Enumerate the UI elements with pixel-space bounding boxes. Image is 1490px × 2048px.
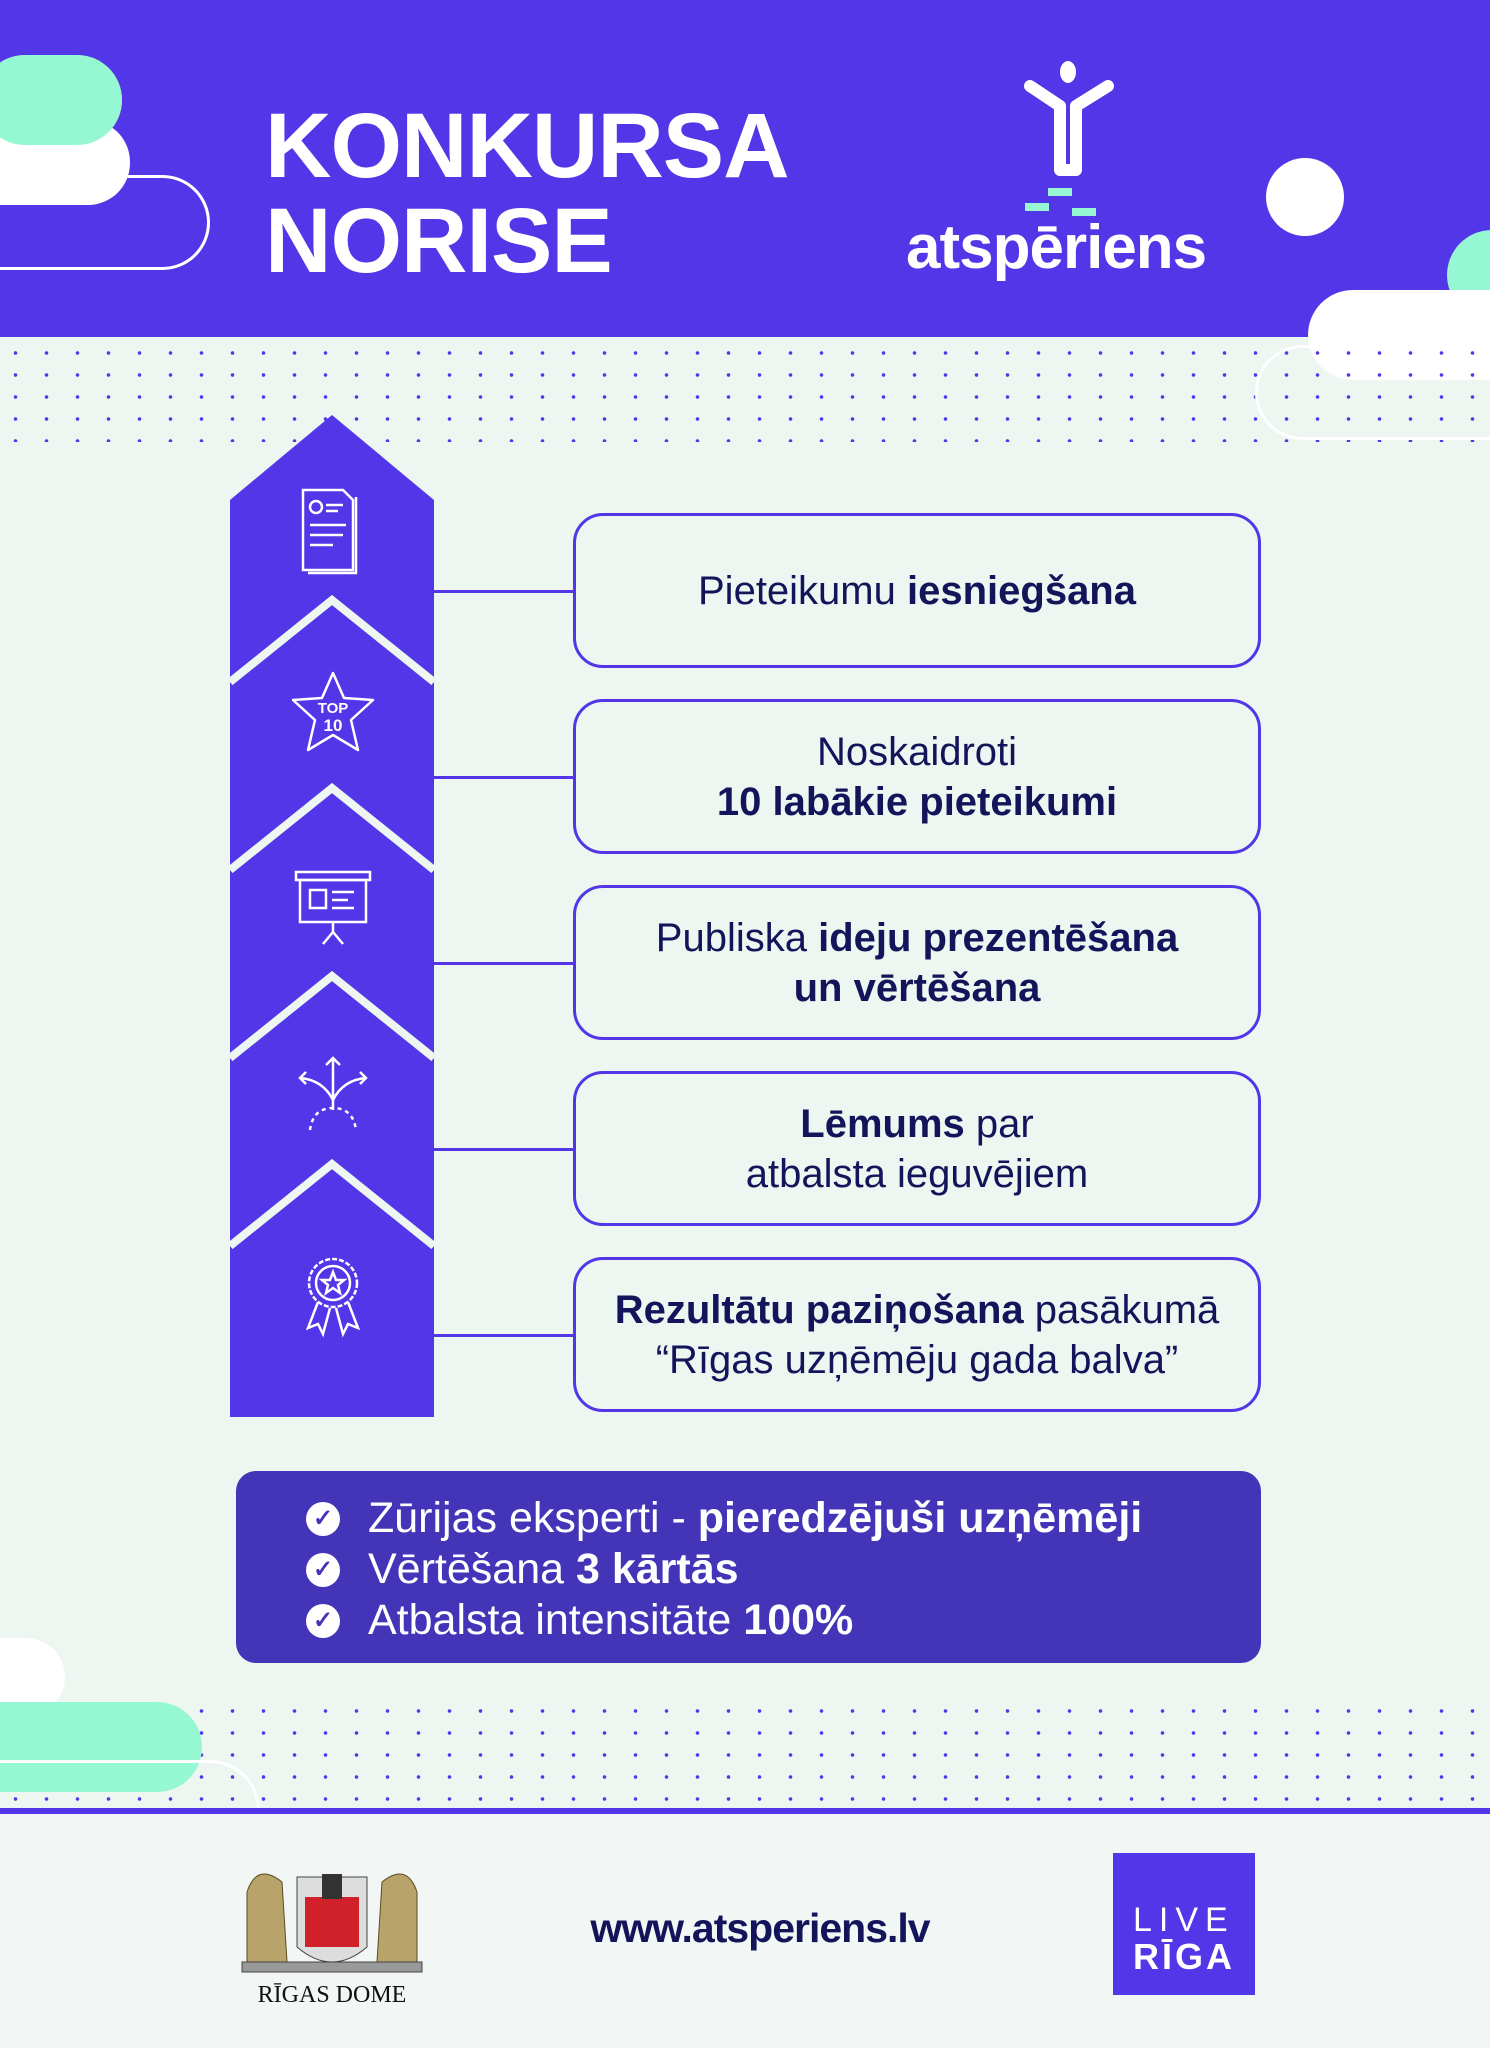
info-item: ✓Vērtēšana 3 kārtās [306,1544,1261,1595]
dots-pattern-top [0,342,1490,442]
check-icon: ✓ [306,1603,340,1638]
header-banner [0,0,1490,337]
riga-dome-label: RĪGAS DOME [257,1982,407,2008]
info-item: ✓Atbalsta intensitāte 100% [306,1595,1261,1646]
info-item: ✓Zūrijas eksperti - pieredzējuši uzņēmēj… [306,1493,1261,1544]
connector-line [433,1148,573,1151]
svg-text:10: 10 [324,716,343,735]
award-ribbon-icon [305,1257,361,1338]
top10-star-icon: TOP 10 [291,671,375,752]
divider-line [0,1808,1490,1814]
white-dot [1266,158,1344,236]
connector-line [433,776,573,779]
check-icon: ✓ [306,1501,340,1536]
step-application-submission: Pieteikumu iesniegšana [573,513,1261,668]
live-riga-logo: LIVE RĪGA [1113,1853,1255,1995]
info-box: ✓Zūrijas eksperti - pieredzējuši uzņēmēj… [236,1471,1261,1663]
document-profile-icon [301,488,358,575]
connector-line [433,962,573,965]
step-results-announcement: Rezultātu paziņošana pasākumā“Rīgas uzņē… [573,1257,1261,1412]
decision-arrows-icon [298,1056,368,1131]
connector-line [433,590,573,593]
outline-pill-right [1255,345,1490,440]
title-line1: KONKURSA [265,95,790,197]
atsperiens-figure-icon [1024,61,1114,216]
check-icon: ✓ [306,1552,340,1587]
title-line2: NORISE [265,190,613,292]
mint-blob [0,55,122,145]
website-link[interactable]: www.atsperiens.lv [590,1905,930,1951]
connector-line [433,1334,573,1337]
svg-text:TOP: TOP [318,700,349,717]
outline-pill [0,175,210,270]
process-column [230,415,434,1417]
atsperiens-logo-text: atspēriens [906,213,1207,282]
riga-coat-of-arms-logo [241,1873,423,1973]
mint-pill-left [0,1702,202,1792]
presentation-board-icon [294,870,372,945]
